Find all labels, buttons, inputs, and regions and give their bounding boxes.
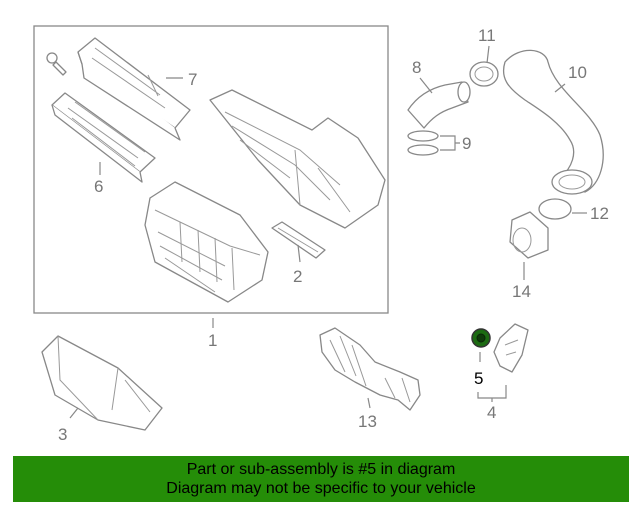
part-3-duct[interactable] bbox=[41, 335, 163, 431]
callout-10: 10 bbox=[568, 63, 587, 82]
callout-4: 4 bbox=[487, 403, 496, 422]
part-6-air-filter-element[interactable] bbox=[51, 92, 156, 183]
callout-2: 2 bbox=[293, 267, 302, 286]
part-1-air-cleaner-housing[interactable] bbox=[144, 181, 269, 303]
part-4-sensor-bracket[interactable] bbox=[493, 323, 529, 373]
part-11-clamp[interactable] bbox=[469, 61, 499, 87]
part-7-air-filter-cover[interactable] bbox=[77, 37, 191, 141]
callout-13: 13 bbox=[358, 412, 377, 431]
part-2-gasket[interactable] bbox=[271, 221, 326, 259]
part-12-clamp[interactable] bbox=[538, 198, 572, 220]
part-13-resonator-duct[interactable] bbox=[319, 327, 421, 411]
callout-5: 5 bbox=[474, 369, 483, 388]
callout-3: 3 bbox=[58, 425, 67, 444]
callout-12: 12 bbox=[590, 204, 609, 223]
part-10-intake-tube[interactable] bbox=[502, 49, 604, 195]
callout-14: 14 bbox=[512, 282, 531, 301]
callout-8: 8 bbox=[412, 58, 421, 77]
callout-1: 1 bbox=[208, 331, 217, 350]
part-5-highlighted-seal[interactable] bbox=[471, 328, 491, 348]
callout-6: 6 bbox=[94, 177, 103, 196]
assembly-box bbox=[33, 25, 389, 314]
banner-line-2: Diagram may not be specific to your vehi… bbox=[166, 480, 476, 497]
banner-line-1: Part or sub-assembly is #5 in diagram bbox=[186, 461, 456, 478]
parts-diagram: 1 2 3 4 5 6 7 8 9 10 11 12 13 14 bbox=[33, 25, 609, 444]
part-9-clamps[interactable] bbox=[407, 130, 439, 156]
part-8-hose[interactable] bbox=[407, 81, 471, 129]
callout-7: 7 bbox=[188, 70, 197, 89]
callout-11: 11 bbox=[478, 26, 496, 45]
upper-housing-cover[interactable] bbox=[209, 89, 386, 229]
part-14-mass-air-flow-sensor[interactable] bbox=[509, 211, 549, 259]
bolt-fastener bbox=[46, 52, 67, 76]
leader-lines bbox=[69, 45, 587, 419]
info-banner: Part or sub-assembly is #5 in diagram Di… bbox=[13, 456, 629, 502]
callout-9: 9 bbox=[462, 134, 471, 153]
